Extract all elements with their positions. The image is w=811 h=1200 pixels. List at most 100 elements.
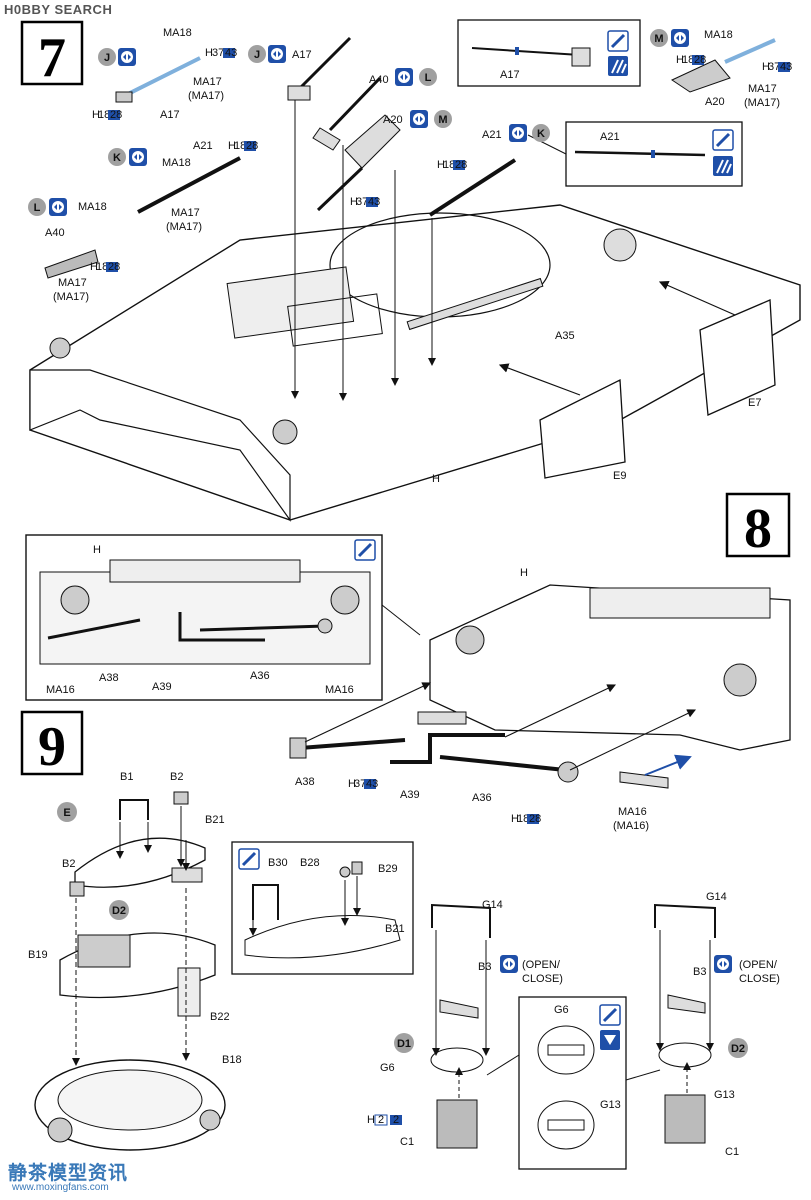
step-7-box [20,20,84,86]
inset-disc-glue-stroke [602,1007,618,1023]
label-h-step8: H [520,567,528,579]
marker-d2-b: D2 [731,1043,745,1055]
label-g14-right: G14 [706,891,727,903]
hull-rear-light [455,625,485,655]
hull-rear-bracket [417,711,467,725]
hatch-ring-hinge-left [47,1117,73,1143]
label-g6-inset: G6 [554,1004,569,1016]
watermark-url: www.moxingfans.com [12,1182,109,1193]
svg-text:28: 28 [455,159,467,171]
label-b3-left: B3 [478,961,491,973]
latch-b2 [69,881,85,897]
label-a20: A20 [383,114,403,126]
svg-text:18: 18 [234,140,246,152]
label-ma17-l-paren: (MA17) [53,291,89,303]
inset-disc-leader-left [486,1054,520,1076]
label-e7: E7 [748,397,761,409]
fender-rail [406,277,544,331]
hull-top-plate [29,204,801,521]
inset-disc-g6-slot [547,1044,585,1056]
label-ma17-l: MA17 [58,277,87,289]
marker-k2: K [113,152,121,164]
svg-text:28: 28 [694,54,706,66]
label-a21-k: A21 [482,129,502,141]
inset-hull-deck [109,559,301,583]
inset-a39-part [178,612,265,642]
handle-m [724,38,776,64]
marker-d2-a: D2 [112,905,126,917]
marker-k2-circle [108,148,126,166]
label-b2: B2 [62,858,75,870]
periscope-block [77,934,131,968]
shovel-blade [344,114,401,169]
marker-j: J [104,52,110,64]
label-a39-inset: A39 [152,681,172,693]
arrow-a36 [569,709,696,771]
svg-text:H: H [92,109,100,121]
glue-icon-a40 [395,68,413,86]
disc-g13-right [658,1042,712,1068]
svg-text:28: 28 [529,813,541,825]
inset-a17-head [571,47,591,67]
glue-icon-a20 [410,110,428,128]
svg-text:37: 37 [768,61,780,73]
hatch-lid-b21 [74,837,206,888]
label-a38: A38 [295,776,315,788]
label-ma18-l: MA18 [78,201,107,213]
inset-hull-rear [39,571,371,665]
marker-j2: J [254,49,260,61]
glue-icon-b3-right [714,955,732,973]
label-c1-left: C1 [400,1136,414,1148]
crank-a39 [390,733,505,764]
marker-e-circle [57,802,77,822]
label-b28: B28 [300,857,320,869]
arrow-a38 [304,682,431,743]
bracket-b22 [177,967,201,1017]
inset-a21-part [574,150,706,157]
svg-text:43: 43 [225,47,237,59]
plate-e7 [699,299,776,416]
inset-a17-part [471,47,581,56]
inset-a17-clamp [515,47,519,55]
label-g14-left: G14 [482,899,503,911]
label-b3-right: B3 [693,966,706,978]
engine-grille [287,293,383,347]
glue-icon-m [671,29,689,47]
step-9-box [20,710,84,776]
step-9: 9 E D2 [20,710,780,1170]
handle-g14-left [431,903,491,938]
label-a40-l: A40 [45,227,65,239]
axe-head [287,85,311,101]
svg-text:43: 43 [366,778,378,790]
marker-m-circle [650,29,668,47]
step-7-number: 7 [38,27,66,89]
inset-exhaust-right [330,585,360,615]
label-a40: A40 [369,74,389,86]
inset-leader [381,604,421,636]
label-a21: A21 [193,140,213,152]
inset-disc-leader-right [625,1069,661,1081]
label-b2-top: B2 [170,771,183,783]
glue-icon-a21 [509,124,527,142]
label-g13-right: G13 [714,1089,735,1101]
label-b21-inset: B21 [385,923,405,935]
label-ma16: MA16 [618,806,647,818]
marker-d2-circle-a [109,900,129,920]
tow-cable-j [119,56,201,100]
axe-handle [298,36,352,90]
label-a35: A35 [555,330,575,342]
marker-d1-circle [394,1033,414,1053]
arrow-e9 [498,363,581,396]
paint-code-j: H 37 43 [205,47,237,59]
label-g13-inset: G13 [600,1099,621,1111]
marker-l2: L [34,202,41,214]
hull-rear-exhaust [723,663,757,697]
svg-text:28: 28 [108,261,120,273]
hull-lamp [49,337,71,359]
paint-stripe-marks-2 [716,159,732,174]
crowbar [328,76,382,132]
svg-text:18: 18 [443,159,455,171]
label-ma17-m: MA17 [748,83,777,95]
marker-m2: M [438,114,447,126]
